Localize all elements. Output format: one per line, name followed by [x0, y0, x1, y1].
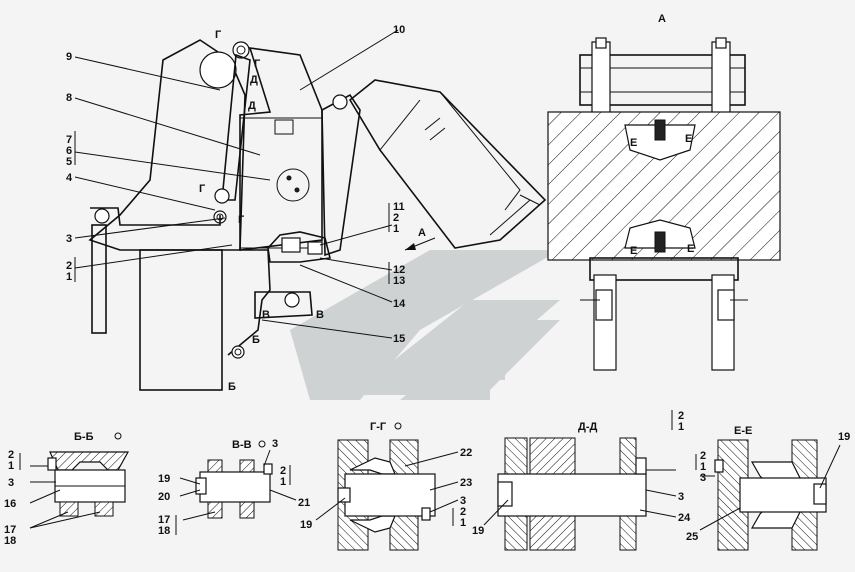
- vv-callout-1: 1: [280, 476, 286, 488]
- section-gg: Г-Г 22 23 3 2 1 19: [300, 421, 472, 551]
- vv-callout-20: 20: [158, 491, 170, 503]
- section-mark-v2: В: [316, 309, 324, 321]
- section-mark-e2: Е: [685, 133, 692, 145]
- gg-callout-19: 19: [300, 519, 312, 531]
- bb-callout-3: 3: [8, 477, 14, 489]
- callout-12: 12: [393, 264, 405, 276]
- section-ee-title: Е-Е: [734, 425, 752, 437]
- view-a-title: А: [658, 13, 666, 25]
- section-gg-title: Г-Г: [370, 421, 387, 433]
- section-mark-d1: Д: [250, 74, 258, 86]
- ee-callout-2: 2: [700, 450, 706, 462]
- upper-pivot-large: [199, 51, 237, 89]
- lower-linkage: [227, 249, 271, 356]
- callout-5: 5: [66, 156, 72, 168]
- section-mark-g1: Г: [215, 29, 222, 41]
- dd-callout-19: 19: [472, 525, 484, 537]
- vv-callout-2: 2: [280, 465, 286, 477]
- hole-circle: [276, 168, 310, 202]
- section-mark-b1: Б: [252, 334, 260, 346]
- section-mark-g4: Г: [238, 214, 245, 226]
- callout-7: 7: [66, 134, 72, 146]
- housing-10: [239, 47, 323, 251]
- ee-callout-19: 19: [838, 431, 850, 443]
- callout-8: 8: [66, 92, 72, 104]
- tilted-arm: [321, 93, 361, 257]
- callout-15: 15: [393, 333, 405, 345]
- main-view: А 10 9 8 7 6 5 4 3 2 1 11 2 1 12 13 14 1: [66, 24, 547, 393]
- callout-3: 3: [66, 233, 72, 245]
- left-bar: [90, 207, 221, 226]
- watermark-logo: [290, 250, 560, 400]
- section-mark-v1: В: [262, 309, 270, 321]
- section-mark-e3: Е: [630, 245, 637, 257]
- dd-callout-24: 24: [678, 512, 691, 524]
- bb-callout-17: 17: [4, 524, 16, 536]
- link-arm: [221, 53, 251, 201]
- bb-callout-18: 18: [4, 535, 16, 547]
- section-dd-title: Д-Д: [578, 421, 597, 433]
- bb-callout-2: 2: [8, 449, 14, 461]
- dd-callout-2: 2: [678, 410, 684, 422]
- gg-callout-2: 2: [460, 506, 466, 518]
- callout-9: 9: [66, 51, 72, 63]
- arrow-a-label: А: [418, 227, 426, 239]
- lower-block: [139, 249, 223, 391]
- vv-callout-18: 18: [158, 525, 170, 537]
- callout-1: 1: [66, 271, 72, 283]
- ee-callout-1: 1: [700, 461, 706, 473]
- ee-callout-25: 25: [686, 531, 698, 543]
- bb-callout-1: 1: [8, 460, 14, 472]
- section-vv: В-В 3 2 1 19 20 17 18 21: [158, 438, 310, 537]
- section-mark-d2: Д: [248, 100, 256, 112]
- section-mark-e1: Е: [630, 137, 637, 149]
- view-a: А Е Е Е Е: [547, 13, 781, 371]
- vv-callout-21: 21: [298, 497, 310, 509]
- callout-14: 14: [393, 298, 406, 310]
- gg-callout-1: 1: [460, 517, 466, 529]
- section-bb-title: Б-Б: [74, 431, 94, 443]
- gg-callout-22: 22: [460, 447, 472, 459]
- dd-callout-1: 1: [678, 421, 684, 433]
- callout-10: 10: [393, 24, 405, 36]
- callout-1b: 1: [393, 223, 399, 235]
- vv-callout-3: 3: [272, 438, 278, 450]
- callout-4: 4: [66, 172, 73, 184]
- vv-callout-19: 19: [158, 473, 170, 485]
- callout-13: 13: [393, 275, 405, 287]
- gg-callout-3: 3: [460, 495, 466, 507]
- section-mark-g3: Г: [199, 183, 206, 195]
- section-mark-b2: Б: [228, 381, 236, 393]
- section-mark-g2: Г: [254, 58, 261, 70]
- callout-6: 6: [66, 145, 72, 157]
- section-dd: Д-Д 2 1 3 24 19: [472, 410, 691, 551]
- callout-2: 2: [66, 260, 72, 272]
- bb-callout-16: 16: [4, 498, 16, 510]
- left-leg: [91, 224, 107, 334]
- plate-8: [239, 117, 323, 249]
- section-ee: Е-Е 2 1 3 19 25: [686, 425, 850, 551]
- gg-callout-23: 23: [460, 477, 472, 489]
- pusher-housing: [348, 79, 547, 249]
- callout-2b: 2: [393, 212, 399, 224]
- section-bb: Б-Б 2 1 3 16 17 18: [4, 431, 130, 547]
- vv-callout-17: 17: [158, 514, 170, 526]
- section-mark-e4: Е: [687, 243, 694, 255]
- callout-11: 11: [393, 201, 405, 213]
- dd-callout-3: 3: [678, 491, 684, 503]
- ee-callout-3: 3: [700, 472, 706, 484]
- section-vv-title: В-В: [232, 439, 252, 451]
